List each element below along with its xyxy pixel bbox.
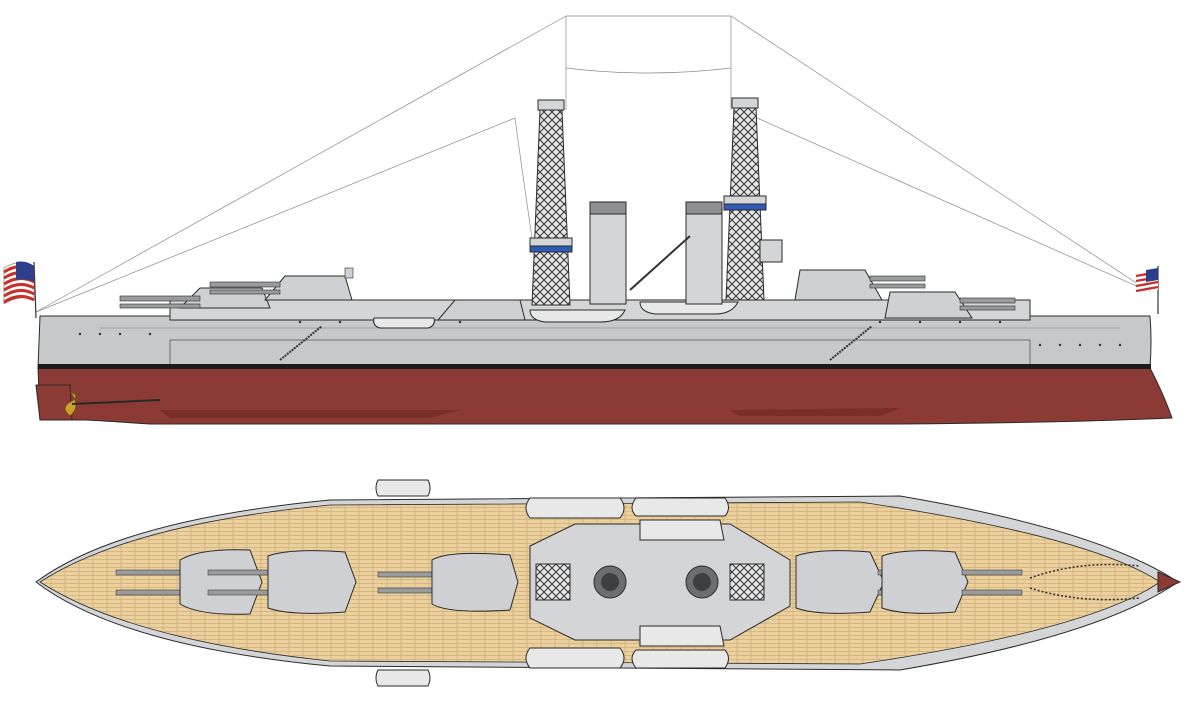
funnel-fwd [685, 201, 723, 305]
boat-mid-2 [639, 301, 739, 315]
boot-topping [38, 364, 1151, 369]
bow-tip [1157, 571, 1182, 593]
boat-aft [373, 317, 435, 329]
turret-wing-aft [436, 299, 526, 321]
accommodation-ladder-fwd [829, 325, 873, 361]
side-elevation [3, 15, 1173, 425]
plan-turret-wing [377, 552, 519, 612]
central-superstructure [529, 523, 791, 641]
turret-fwd-1 [794, 269, 926, 301]
funnel-aft [589, 201, 627, 305]
cage-mast-aft-top [535, 563, 571, 601]
us-flag-icon [3, 261, 37, 319]
rudder [35, 384, 73, 421]
us-ensign-icon [1135, 266, 1159, 314]
anchor-chain-icon [1029, 563, 1141, 601]
plan-turret-aft-2 [115, 549, 263, 615]
cage-mast-fwd [723, 97, 783, 301]
cage-mast-fwd-top [729, 563, 765, 601]
boat-mid-1 [529, 309, 626, 323]
hull-upper [37, 315, 1152, 369]
plan-turret-aft-1 [207, 550, 357, 614]
turret-aft-1 [209, 267, 354, 301]
cage-mast-aft [529, 99, 573, 306]
propeller-icon [64, 391, 77, 417]
plan-turret-fwd-2 [881, 550, 1023, 614]
deck-plan [35, 479, 1182, 687]
rigging-lines [35, 15, 1151, 313]
accommodation-ladder-aft [279, 325, 323, 361]
keel-shading [160, 408, 900, 418]
turret-fwd-2 [884, 291, 1016, 319]
plan-boats [375, 479, 729, 687]
boat-crane [629, 235, 691, 291]
